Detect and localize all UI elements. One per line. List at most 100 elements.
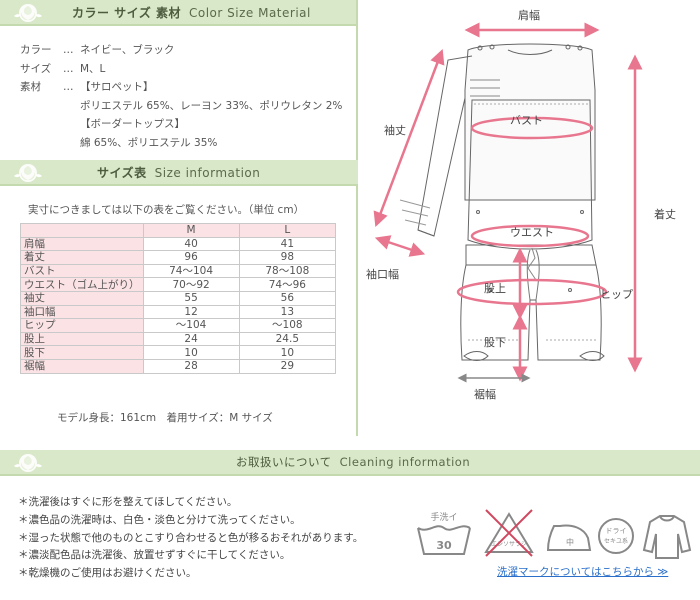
iron-icon: 中 xyxy=(546,524,592,551)
size-row-label: バスト xyxy=(20,263,144,279)
svg-text:エンソサラシ: エンソサラシ xyxy=(491,541,527,548)
svg-text:ドライ: ドライ xyxy=(606,527,627,535)
garment-measurement-diagram: 肩幅 袖丈 バスト 着丈 ウエスト 袖口幅 ヒップ 股上 股下 裾幅 xyxy=(366,8,676,401)
hip-measure-ellipse xyxy=(456,278,608,306)
size-m-value: 55 xyxy=(142,290,240,306)
size-m-value: 10 xyxy=(142,345,240,360)
care-symbols: 手洗イ 30 エンソサラシ 中 ドライ セキユ系 xyxy=(417,509,692,559)
salopette-label: 【サロペット】 xyxy=(80,81,154,93)
label-hip: ヒップ xyxy=(600,288,633,301)
model-note: モデル身長：161cm 着用サイズ：M サイズ xyxy=(57,412,273,424)
waist-measure-ellipse xyxy=(470,224,590,248)
material-list: カラー … ネイビー、ブラック サイズ … M、L 素材 … 【サロペット】 ポ… xyxy=(20,41,342,152)
material-row: 素材 … 【サロペット】 xyxy=(20,78,342,97)
color-value: ネイビー、ブラック xyxy=(80,44,175,56)
column-divider xyxy=(356,0,358,436)
label-waist: ウエスト xyxy=(510,226,554,239)
size-row-label: ヒップ xyxy=(20,318,144,333)
size-table-row: ヒップ～104～108 xyxy=(20,318,337,333)
rose-icon xyxy=(14,164,42,182)
salopette-value: ポリエステル 65%、レーヨン 33%、ポリウレタン 2% xyxy=(80,99,343,112)
svg-text:30: 30 xyxy=(436,539,452,552)
size-l-value: ～108 xyxy=(238,318,337,333)
size-label: サイズ xyxy=(20,62,52,75)
rose-icon xyxy=(14,4,42,22)
size-m-value: 74～104 xyxy=(142,263,240,279)
color-row: カラー … ネイビー、ブラック xyxy=(20,41,342,60)
size-l-value: 78～108 xyxy=(238,263,337,279)
size-l-value: 10 xyxy=(238,345,337,360)
tops-label: 【ボーダートップス】 xyxy=(80,118,185,130)
label-inseam: 股下 xyxy=(484,336,506,349)
size-row-label: 肩幅 xyxy=(20,236,144,252)
column-header-l: L xyxy=(238,223,337,238)
handwash-icon: 手洗イ 30 xyxy=(417,511,471,555)
size-l-value: 13 xyxy=(238,304,337,320)
size-m-value: 12 xyxy=(142,304,240,320)
size-m-value: 70～92 xyxy=(142,277,240,292)
size-value: M、L xyxy=(80,62,106,75)
no-bleach-icon: エンソサラシ xyxy=(484,509,534,557)
care-line: ＊濃淡配色品は洗濯後、放置せずすぐに干してください。 xyxy=(18,549,291,562)
size-row-label: ウエスト（ゴム上がり） xyxy=(20,277,144,292)
top-garment-illustration xyxy=(399,43,596,237)
care-line: ＊濃色品の洗濯時は、白色・淡色と分けて洗ってください。 xyxy=(18,513,301,526)
size-row-label: 袖丈 xyxy=(20,290,144,306)
dots: … xyxy=(63,44,74,56)
size-row: サイズ … M、L xyxy=(20,60,342,79)
care-instructions: ＊洗濯後はすぐに形を整えてほしてください。 ＊濃色品の洗濯時は、白色・淡色と分け… xyxy=(18,494,363,583)
rose-icon xyxy=(14,454,42,472)
size-row-label: 着丈 xyxy=(20,250,144,265)
label-hem: 裾幅 xyxy=(474,387,496,401)
dry-clean-icon: ドライ セキユ系 xyxy=(598,518,634,554)
size-table-note: 実寸につきましては以下の表をご覧ください。（単位 cm） xyxy=(28,204,305,216)
label-rise: 股上 xyxy=(484,282,506,295)
label-shoulder: 肩幅 xyxy=(518,8,540,22)
column-header-m: M xyxy=(142,223,240,238)
dots: … xyxy=(63,62,74,75)
size-l-value: 24.5 xyxy=(238,331,337,347)
material-label: 素材 xyxy=(20,81,41,93)
size-m-value: 24 xyxy=(142,331,240,347)
care-symbols-link[interactable]: 洗濯マークについてはこちらから ≫ xyxy=(497,566,669,578)
dots: … xyxy=(63,81,74,93)
size-l-value: 98 xyxy=(238,250,337,265)
tops-value: 綿 65%、ポリエステル 35% xyxy=(80,136,218,149)
svg-text:手洗イ: 手洗イ xyxy=(430,511,457,523)
size-l-value: 41 xyxy=(238,236,337,252)
care-line: ＊洗濯後はすぐに形を整えてほしてください。 xyxy=(18,496,238,508)
size-row-label: 裾幅 xyxy=(20,358,144,374)
size-m-value: 28 xyxy=(142,358,240,374)
size-l-value: 74～96 xyxy=(238,277,337,292)
size-row-label: 股下 xyxy=(20,345,144,360)
measurement-lines xyxy=(373,22,643,382)
svg-text:中: 中 xyxy=(566,537,574,547)
care-line: ＊乾燥機のご使用はお避けください。 xyxy=(18,567,197,580)
bust-measure-ellipse xyxy=(470,116,594,140)
care-line: ＊湿った状態で他のものとこすり合わせると色が移るおそれがあります。 xyxy=(18,531,364,544)
label-bust: バスト xyxy=(510,114,543,127)
size-row-label: 袖口幅 xyxy=(20,304,144,320)
label-sleeve: 袖丈 xyxy=(384,123,406,137)
size-table-header-row: M L xyxy=(20,223,337,238)
size-l-value: 29 xyxy=(238,358,337,374)
sleeve-measure-line xyxy=(373,48,445,228)
size-row-label: 股上 xyxy=(20,331,144,347)
hang-dry-icon xyxy=(642,515,692,559)
column-header-item xyxy=(20,223,144,238)
